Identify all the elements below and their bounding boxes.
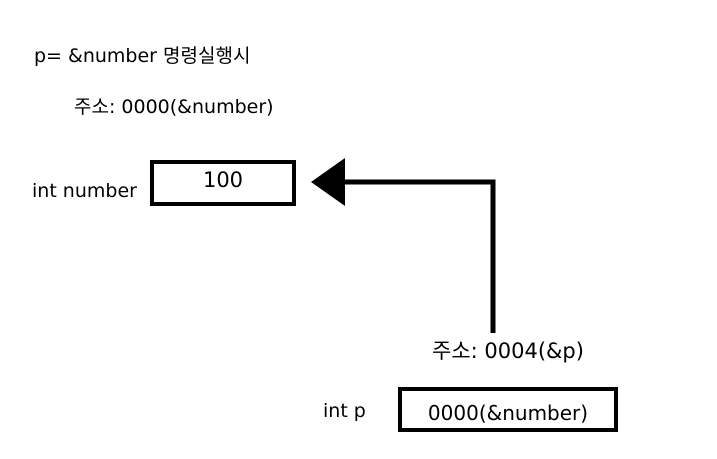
number-variable-label: int number	[32, 180, 137, 202]
number-address-label: 주소: 0000(&number)	[74, 96, 274, 118]
pointer-arrow-head	[311, 158, 345, 206]
number-value-text: 100	[202, 167, 244, 192]
p-value-text: 0000(&number)	[427, 400, 589, 425]
diagram-caption: p= &number 명령실행시	[34, 45, 251, 67]
pointer-arrow-shaft	[340, 179, 496, 333]
number-value-box: 100	[150, 160, 296, 206]
p-value-box: 0000(&number)	[398, 387, 618, 432]
p-variable-label: int p	[323, 400, 366, 422]
p-address-label: 주소: 0004(&p)	[432, 339, 584, 363]
